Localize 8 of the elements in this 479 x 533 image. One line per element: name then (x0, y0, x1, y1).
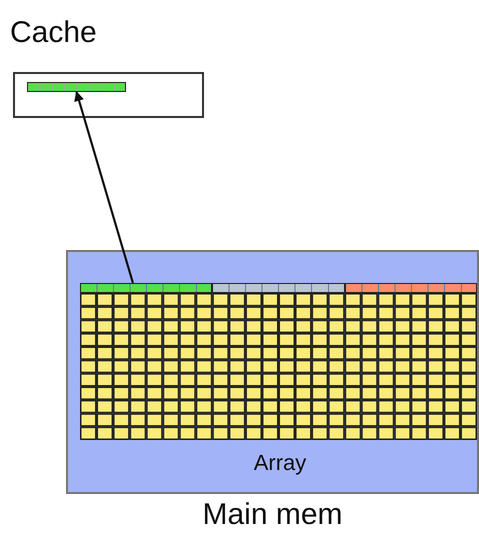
box-title: Cache (10, 18, 97, 48)
box-title: Main mem (202, 500, 343, 530)
cache-line-bar (344, 283, 477, 293)
array-label: Array (254, 452, 306, 474)
cache-line-bar (80, 283, 212, 293)
cache-line-bar (212, 283, 345, 293)
arrow (74, 91, 134, 284)
cache-line-bar (27, 82, 126, 92)
